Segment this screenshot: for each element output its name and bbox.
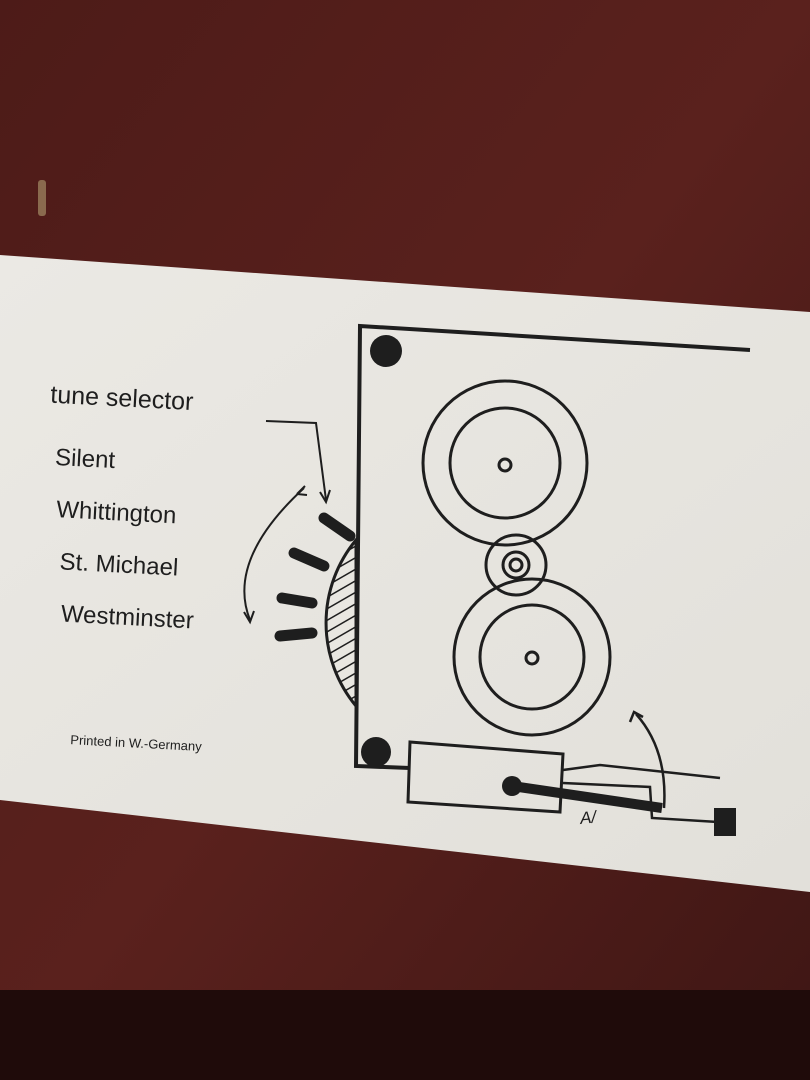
screw-top xyxy=(370,335,402,367)
lever-mark-label: A/ xyxy=(578,807,599,828)
lever-housing xyxy=(406,740,565,814)
tune-option-st-michael: St. Michael xyxy=(59,548,179,581)
movement-diagram xyxy=(243,323,751,836)
printed-in-label: Printed in W.-Germany xyxy=(70,732,203,754)
tune-selector-dial xyxy=(324,535,358,711)
screw-bottom xyxy=(361,737,391,767)
plate-outline xyxy=(353,323,751,770)
tune-option-whittington: Whittington xyxy=(56,496,177,529)
wood-shadow xyxy=(0,990,810,1080)
wood-notch xyxy=(38,180,46,216)
instruction-card xyxy=(0,255,810,892)
selector-pins xyxy=(274,512,356,642)
tune-option-silent: Silent xyxy=(54,444,116,474)
